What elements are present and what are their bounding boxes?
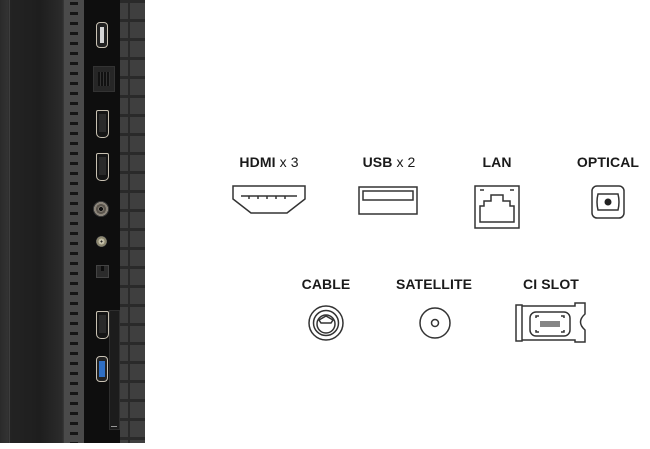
rib-area [120, 0, 145, 443]
photo-optical-port [96, 265, 109, 278]
vent-strip [64, 0, 84, 443]
label-usb: USB x 2 [363, 154, 416, 170]
label-optical: OPTICAL [577, 154, 639, 170]
label-cable: CABLE [302, 276, 351, 292]
photo-usb-port [96, 22, 108, 48]
hdmi-port-icon [232, 185, 306, 215]
cable-port-icon [307, 304, 345, 342]
label-cable-name: CABLE [301, 276, 351, 292]
ci-slot-icon [515, 300, 587, 344]
photo-hdmi-port-3 [96, 311, 109, 339]
tv-edge [9, 0, 10, 443]
label-hdmi-name: HDMI [239, 154, 276, 170]
label-satellite-name: SATELLITE [395, 276, 473, 292]
label-lan-name: LAN [482, 154, 512, 170]
label-usb-name: USB [362, 154, 393, 170]
photo-hdmi-port-1 [96, 110, 109, 138]
label-lan: LAN [482, 154, 511, 170]
label-hdmi-qty: x 3 [279, 154, 299, 170]
label-usb-qty: x 2 [396, 154, 416, 170]
photo-satellite-port [96, 236, 107, 247]
photo-hdmi-port-2 [96, 153, 109, 181]
tv-side-photo [0, 0, 145, 443]
photo-ci-slot [109, 310, 120, 430]
satellite-port-icon [418, 306, 452, 340]
optical-port-icon [591, 185, 625, 219]
photo-usb3-port [96, 356, 108, 382]
photo-lan-port [93, 66, 115, 92]
photo-cable-port [93, 201, 109, 217]
label-ci-slot-name: CI SLOT [523, 276, 579, 292]
label-ci-slot: CI SLOT [523, 276, 579, 292]
label-optical-name: OPTICAL [576, 154, 640, 170]
usb-port-icon [358, 186, 418, 216]
lan-port-icon [474, 185, 520, 229]
label-satellite: SATELLITE [396, 276, 472, 292]
label-hdmi: HDMI x 3 [239, 154, 298, 170]
photo-bottom-border [0, 443, 145, 449]
